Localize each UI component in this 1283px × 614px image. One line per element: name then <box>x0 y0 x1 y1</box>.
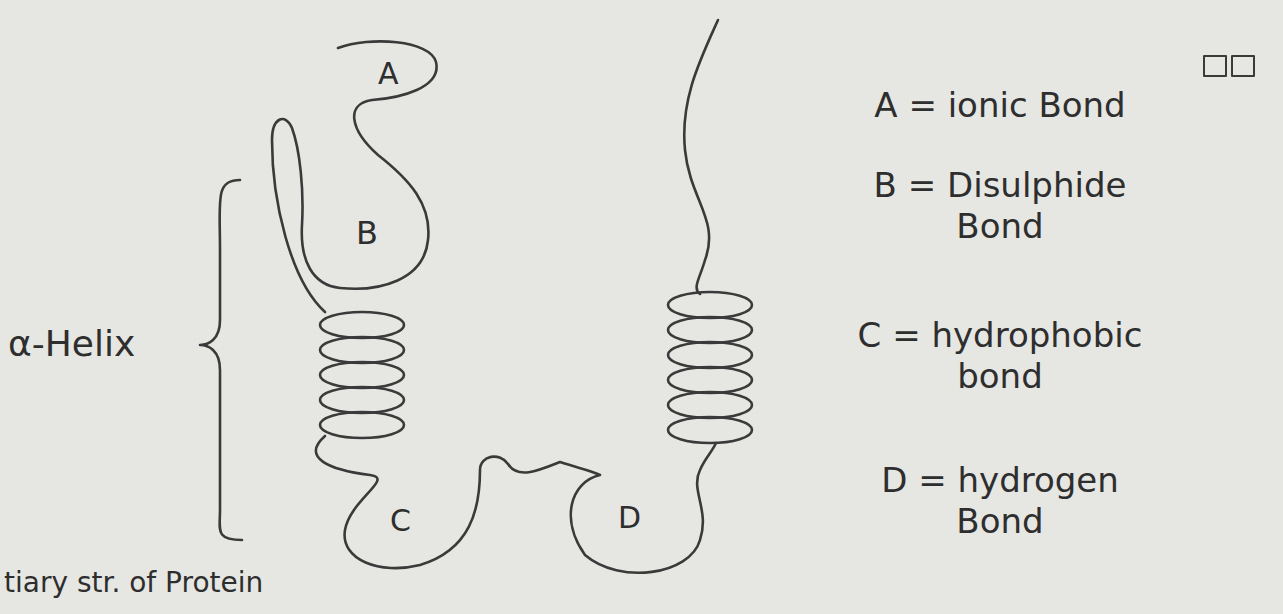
helix-brace <box>200 180 242 540</box>
part-letter: B <box>356 214 378 252</box>
helix-label: α-Helix <box>8 322 135 365</box>
left-helix <box>320 312 404 438</box>
key-entry: C = hydrophobic bond <box>840 315 1160 397</box>
part-letter: A <box>378 56 399 92</box>
caption-note: tiary str. of Protein <box>4 566 263 600</box>
key-entry: D = hydrogen Bond <box>840 460 1160 542</box>
key-entry: A = ionic Bond <box>840 85 1160 126</box>
key-entry: B = Disulphide Bond <box>840 165 1160 247</box>
part-letter: D <box>618 500 641 536</box>
corner-mark <box>1204 56 1254 76</box>
polypeptide-chain <box>272 41 437 312</box>
loop-chain <box>316 436 716 573</box>
part-letter: C <box>390 503 411 539</box>
chain-end <box>684 20 718 294</box>
right-helix <box>668 292 752 443</box>
